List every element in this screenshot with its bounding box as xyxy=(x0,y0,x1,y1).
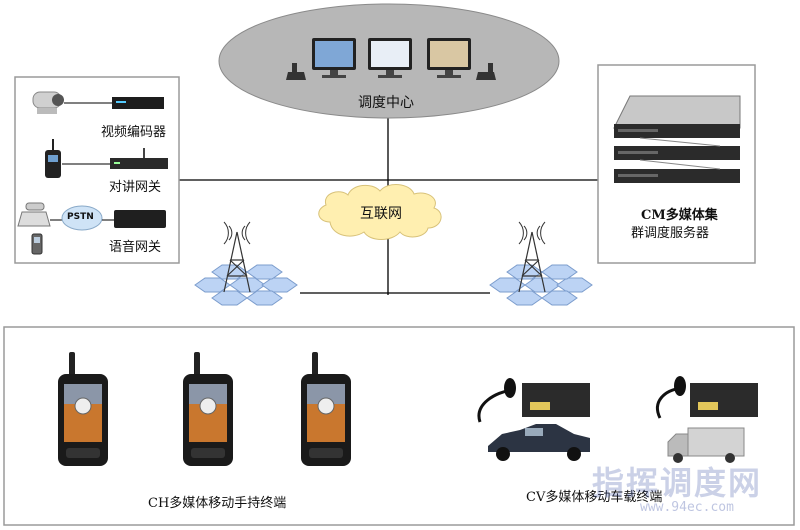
car-icon xyxy=(488,424,590,461)
intercom-gateway-device-icon xyxy=(110,148,168,169)
left-access-panel xyxy=(14,76,180,264)
ch-terminal-label: CH多媒体移动手持终端 xyxy=(148,496,287,511)
intercom-gateway-label: 对讲网关 xyxy=(109,180,162,195)
left-cell-tower xyxy=(194,221,298,306)
hexagon-cluster xyxy=(194,264,298,306)
handheld-terminal-icon xyxy=(301,352,351,466)
dispatch-center-group xyxy=(218,3,560,119)
watermark-text: 指挥调度网 xyxy=(592,464,763,502)
internet-cloud xyxy=(318,184,442,240)
desk-phone-icon xyxy=(286,63,306,80)
walkie-talkie-icon xyxy=(45,139,61,178)
voice-gateway-device-icon xyxy=(114,210,166,228)
tower-icon xyxy=(223,231,251,293)
video-encoder-label: 视频编码器 xyxy=(101,125,167,140)
server-rack-icon xyxy=(613,95,741,183)
voice-gateway-label: 语音网关 xyxy=(109,240,162,255)
monitor-icon xyxy=(368,38,412,78)
cv-terminal-label: CV多媒体移动车载终端 xyxy=(526,490,663,505)
cm-server-label-line1: CM多媒体集 xyxy=(641,208,718,223)
tower-icon xyxy=(518,231,546,293)
right-server-panel xyxy=(597,64,756,264)
signal-wave-icon xyxy=(518,221,546,245)
desk-phone-icon xyxy=(476,63,496,80)
camera-icon xyxy=(32,91,64,114)
vehicle-terminal-icon xyxy=(656,376,758,419)
truck-icon xyxy=(667,427,745,463)
watermark-url: www.94ec.com xyxy=(640,500,734,515)
pstn-label: PSTN xyxy=(67,212,94,222)
dispatch-center-label: 调度中心 xyxy=(358,95,414,111)
cm-server-label-line2: 群调度服务器 xyxy=(631,226,710,241)
monitor-icon xyxy=(312,38,356,78)
video-encoder-device-icon xyxy=(112,97,164,109)
internet-label: 互联网 xyxy=(360,206,402,222)
handheld-terminal-icon xyxy=(58,352,108,466)
mobile-phone-icon xyxy=(31,233,43,255)
monitor-icon xyxy=(427,38,471,78)
right-cell-tower xyxy=(489,221,593,306)
terminal-panel xyxy=(3,326,795,526)
pstn-cloud xyxy=(61,205,103,231)
vehicle-terminal-icon xyxy=(477,378,590,423)
signal-wave-icon xyxy=(223,221,251,245)
telephone-icon xyxy=(17,202,51,227)
handheld-terminal-icon xyxy=(183,352,233,466)
